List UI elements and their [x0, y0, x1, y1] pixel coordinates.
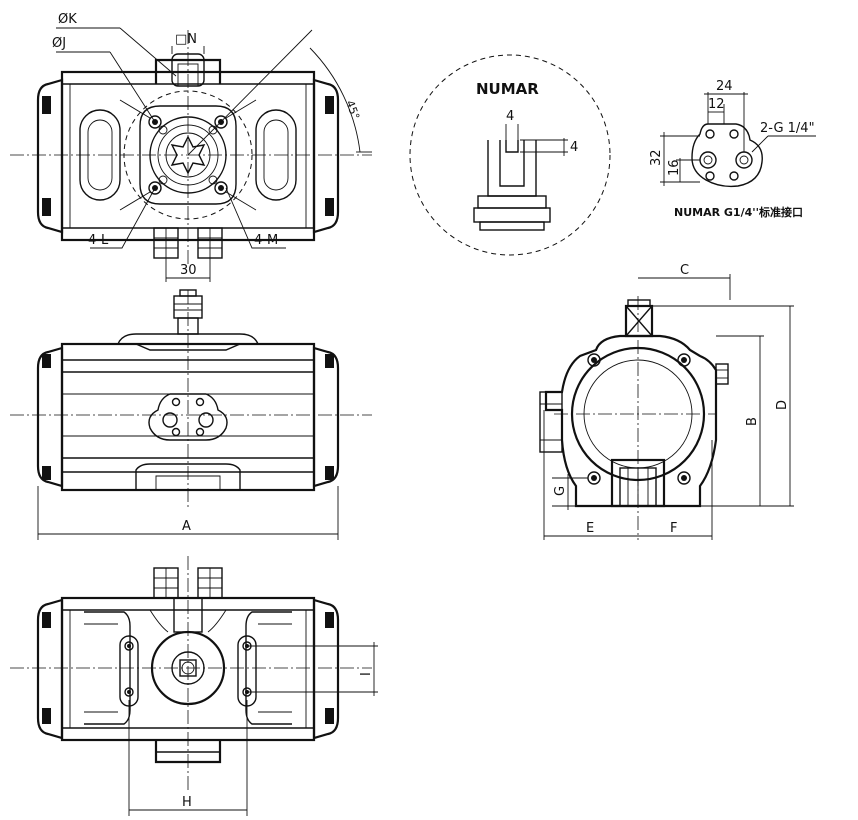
- numar-interface: 24 12 32 16 2-G 1/4" NUMAR G1/4''标准接口: [649, 79, 816, 219]
- label-n: □N: [175, 32, 197, 47]
- numar-detail: NUMAR 4 4: [409, 54, 611, 256]
- label-e: E: [586, 521, 594, 536]
- side-view: C B D E F G: [539, 263, 794, 540]
- label-numar: NUMAR: [476, 80, 539, 98]
- label-a: A: [182, 519, 191, 534]
- bottom-view: I H: [10, 556, 378, 816]
- label-i: I: [359, 672, 374, 676]
- top-view: ØK ØJ □N 45° 4-L 4-M 30: [10, 12, 372, 282]
- label-h: H: [182, 795, 192, 810]
- label-dim-16: 16: [667, 159, 682, 176]
- label-angle: 45°: [343, 99, 362, 122]
- label-dim-24: 24: [716, 79, 733, 94]
- label-phi-k: ØK: [58, 12, 77, 27]
- label-f: F: [670, 521, 677, 536]
- label-phi-j: ØJ: [52, 36, 66, 51]
- label-b: B: [745, 417, 760, 426]
- label-dim-4b: 4: [570, 140, 578, 155]
- label-4-l: 4-L: [88, 233, 109, 248]
- label-4-m: 4-M: [254, 233, 278, 248]
- label-c: C: [680, 263, 689, 278]
- label-dim-12: 12: [708, 97, 725, 112]
- front-view: A: [10, 289, 372, 540]
- label-g: G: [553, 486, 568, 496]
- label-caption: NUMAR G1/4''标准接口: [674, 205, 803, 219]
- label-dim-4a: 4: [506, 109, 514, 124]
- label-d: D: [775, 400, 790, 410]
- label-g-thread: 2-G 1/4": [760, 121, 815, 136]
- label-dim-32: 32: [649, 149, 664, 166]
- label-dim-30: 30: [180, 263, 197, 278]
